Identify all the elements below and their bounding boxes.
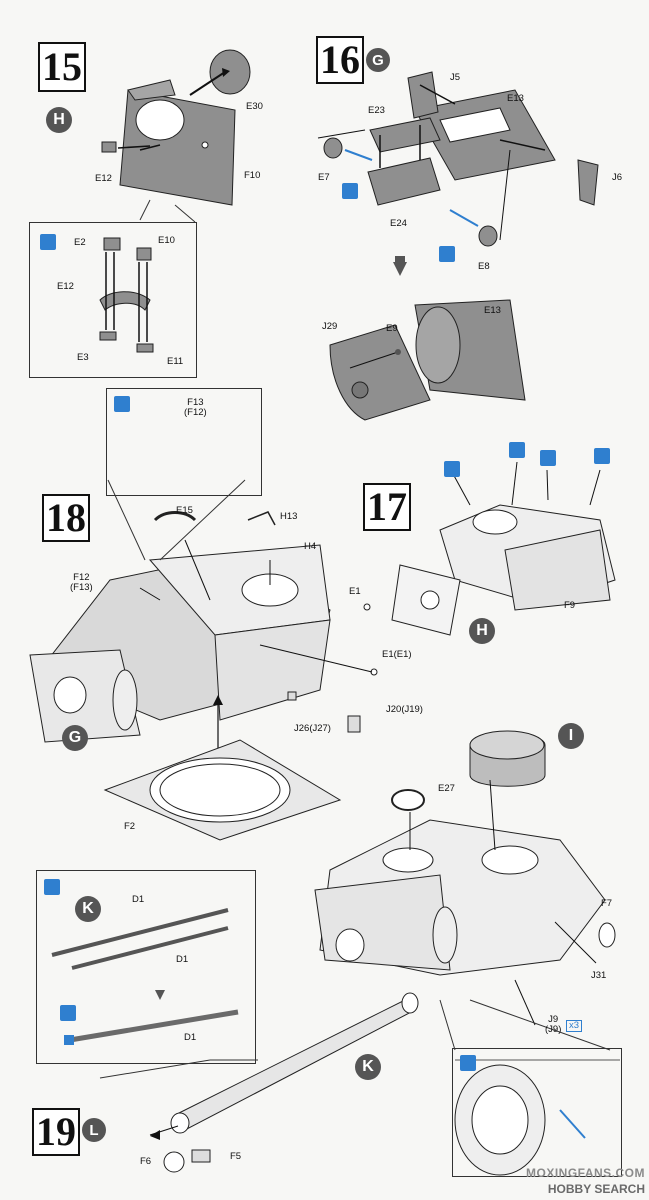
watermark-hobby-search: HOBBY SEARCH <box>547 1182 645 1196</box>
label-e30: E30 <box>246 101 263 112</box>
label-h4: H4 <box>304 541 317 552</box>
label-f7: F7 <box>601 898 613 909</box>
label-e12-inset: E12 <box>57 281 74 292</box>
pe-icon-4 <box>594 448 610 464</box>
label-e8: E8 <box>478 261 490 272</box>
turret-assembled-drawing <box>314 730 616 1051</box>
k-inset-drawing <box>51 908 239 1045</box>
label-f6: F6 <box>140 1156 152 1167</box>
glue-icon-step18-inset <box>114 396 130 412</box>
step15-inset-drawing <box>99 237 154 353</box>
pe-icon-3 <box>540 450 556 466</box>
marker-i: I <box>558 723 584 749</box>
label-f10: F10 <box>244 170 261 181</box>
step18-drawing <box>29 479 378 841</box>
step-number-15: 15 <box>38 42 86 92</box>
pe-icon-1 <box>444 461 460 477</box>
label-j29: J29 <box>322 321 338 332</box>
marker-k: K <box>355 1054 381 1080</box>
detail-inset-drawing <box>454 1059 620 1176</box>
label-j20-j19: J20(J19) <box>386 704 423 715</box>
label-d1-a: D1 <box>132 894 145 905</box>
step15-drawing <box>101 49 251 223</box>
step18-inset <box>106 388 262 496</box>
label-d1-c: D1 <box>184 1032 197 1043</box>
label-f5: F5 <box>230 1151 242 1162</box>
step-number-17: 17 <box>363 483 411 531</box>
marker-h-step15: H <box>46 107 72 133</box>
label-e23: E23 <box>368 105 385 116</box>
marker-l: L <box>82 1118 106 1142</box>
step19-drawing <box>99 992 419 1173</box>
pe-icon-2 <box>509 442 525 458</box>
label-f2: F2 <box>124 821 136 832</box>
label-j6: J6 <box>612 172 623 183</box>
label-e11: E11 <box>167 356 184 367</box>
detail-inset <box>452 1048 622 1177</box>
label-e10: E10 <box>158 235 175 246</box>
label-e13-top: E13 <box>507 93 524 104</box>
step17-drawing <box>363 461 616 636</box>
decal-icon-e8 <box>439 246 455 262</box>
label-e15: E15 <box>176 505 193 516</box>
label-e13-bottom: E13 <box>484 305 501 316</box>
step-number-18: 18 <box>42 494 90 542</box>
step15-inset <box>29 222 197 378</box>
label-x3: x3 <box>566 1020 583 1032</box>
label-f13-f12: F13 (F12) <box>184 397 207 418</box>
label-f9: F9 <box>564 600 576 611</box>
glue-icon-step15-inset <box>40 234 56 250</box>
marker-h-step17: H <box>469 618 495 644</box>
label-e27: E27 <box>438 783 455 794</box>
marker-g-step16: G <box>366 48 390 72</box>
label-j5: J5 <box>450 72 461 83</box>
paint-icon-k-inset <box>60 1005 76 1021</box>
marker-k-inset: K <box>75 896 101 922</box>
label-e7: E7 <box>318 172 330 183</box>
step-number-16: 16 <box>316 36 364 84</box>
glue-icon-k-inset <box>44 879 60 895</box>
label-e12-step15: E12 <box>95 173 112 184</box>
marker-g-step18: G <box>62 725 88 751</box>
label-j26-j27: J26(J27) <box>294 723 331 734</box>
step-number-19: 19 <box>32 1108 80 1156</box>
decal-icon-e7 <box>342 183 358 199</box>
glue-icon-detail-inset <box>460 1055 476 1071</box>
label-h13: H13 <box>280 511 298 522</box>
label-d1-b: D1 <box>176 954 189 965</box>
label-j9-j9: J9 (J9) <box>545 1014 562 1035</box>
label-f12-f13: F12 (F13) <box>70 572 93 593</box>
label-e24: E24 <box>390 218 407 229</box>
k-inset <box>36 870 256 1064</box>
label-e1-step17: E1 <box>349 586 361 597</box>
label-e1-e1: E1(E1) <box>382 649 412 660</box>
watermark-site: MOXINGFANS.COM <box>525 1166 645 1180</box>
label-e3: E3 <box>77 352 89 363</box>
label-j31: J31 <box>591 970 607 981</box>
step16-drawing <box>317 71 599 421</box>
label-e2: E2 <box>74 237 86 248</box>
label-e9: E9 <box>386 323 398 334</box>
